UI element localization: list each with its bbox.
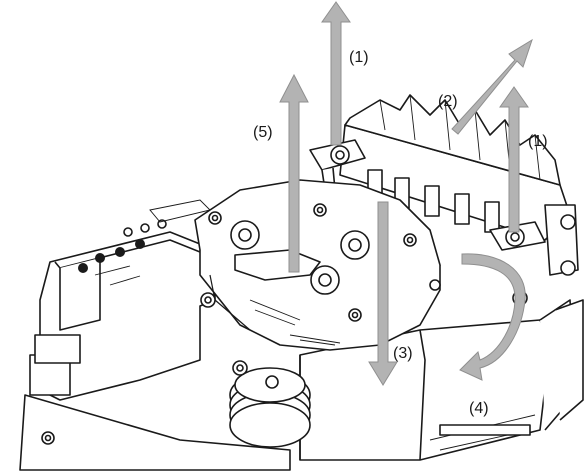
label-4: (4) — [469, 400, 489, 417]
label-5: (5) — [253, 124, 273, 141]
left-terminal-block — [19, 199, 291, 471]
label-1-right: (1) — [528, 133, 548, 150]
arrow-3 — [368, 201, 398, 386]
label-3: (3) — [393, 345, 413, 362]
label-2: (2) — [438, 93, 458, 110]
arrow-4 — [459, 253, 526, 381]
right-housing — [299, 290, 584, 461]
label-1-left: (1) — [349, 49, 369, 66]
spring-drum — [229, 367, 311, 448]
arrow-2 — [451, 38, 533, 135]
arrow-1-left — [321, 1, 351, 146]
arrow-5 — [279, 73, 309, 273]
arrow-1-right — [499, 86, 529, 233]
